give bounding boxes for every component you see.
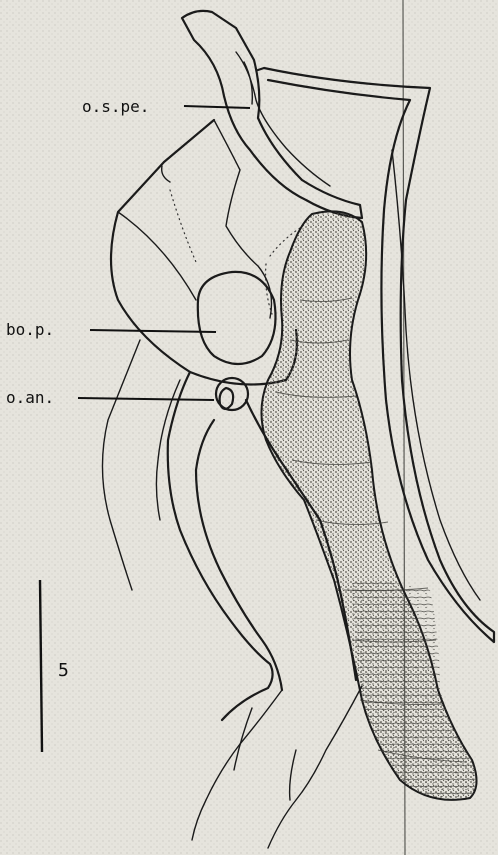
label-ospe: o.s.pe.	[82, 97, 149, 116]
label-oan: o.an.	[6, 388, 54, 407]
scale-bar-label: 5	[58, 660, 69, 681]
label-bop: bo.p.	[6, 320, 54, 339]
